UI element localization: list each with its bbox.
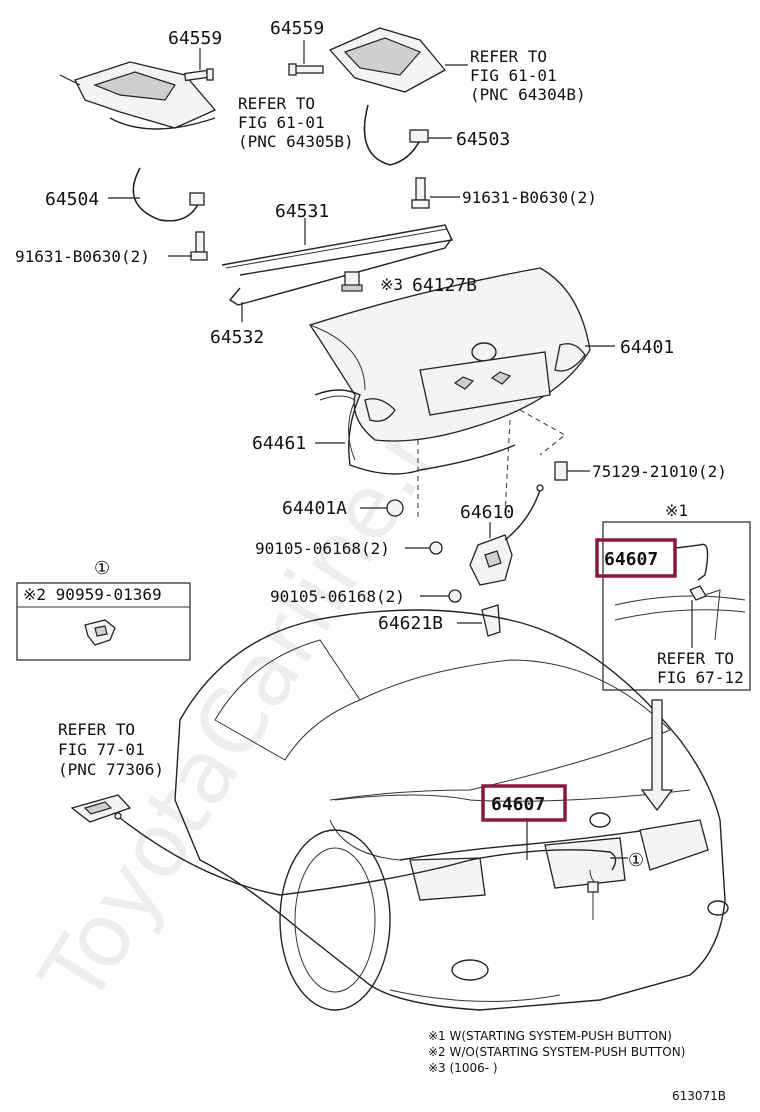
bolt-right (411, 177, 460, 209)
clip-64127b (341, 271, 363, 292)
nut-lower (420, 589, 462, 603)
torsion-bar-64531 (221, 218, 454, 276)
luggage-door-64401 (308, 267, 615, 520)
main-part-label: 64607 (491, 794, 545, 815)
label-bolt-right: 91631-B0630(2) (462, 188, 597, 207)
cable-64607 (114, 812, 628, 896)
figure-code: 613071B (672, 1089, 726, 1103)
bolt-64559-left (183, 48, 214, 82)
bolt-left (168, 231, 208, 261)
label-64127b-mark: ※3 (380, 275, 403, 294)
refer-a-line3: (PNC 64304B) (470, 85, 586, 104)
label-64531: 64531 (275, 201, 329, 222)
label-nut-lower: 90105-06168(2) (270, 587, 405, 606)
footnote-3: ※3 (1006- ) (428, 1061, 498, 1075)
box-circle-one (16, 582, 191, 661)
inset-refer-line1: REFER TO (657, 649, 734, 668)
label-64503: 64503 (456, 129, 510, 150)
hinge-arm-64503 (363, 104, 452, 166)
bolt-64559-right (288, 40, 324, 76)
refer-b-line3: (PNC 64305B) (238, 132, 354, 151)
inset-arrow (640, 699, 674, 812)
weatherstrip-64461 (314, 389, 516, 475)
circle-one-box-label: ① (94, 558, 110, 579)
label-64559-right: 64559 (270, 18, 324, 39)
label-64127b: 64127B (412, 275, 477, 296)
label-64532: 64532 (210, 327, 264, 348)
label-64559-left: 64559 (168, 28, 222, 49)
footnote-2: ※2 W/O(STARTING SYSTEM-PUSH BUTTON) (428, 1045, 685, 1059)
car-body (174, 609, 729, 1011)
label-64401a: 64401A (282, 498, 347, 519)
circle-one-car-label: ① (628, 850, 644, 871)
inset-part-label: 64607 (604, 549, 658, 570)
label-64504: 64504 (45, 189, 99, 210)
label-64401: 64401 (620, 337, 674, 358)
hinge-arm-64504 (108, 167, 205, 222)
refer-b-line2: FIG 61-01 (238, 113, 325, 132)
striker-64621b (457, 604, 501, 637)
cushion-75129 (554, 461, 590, 481)
hinge-bracket-left (59, 61, 217, 130)
label-64461: 64461 (252, 433, 306, 454)
label-75129: 75129-21010(2) (592, 462, 727, 481)
nut-upper (405, 541, 443, 555)
refer-c-line2: FIG 77-01 (58, 740, 145, 759)
release-lever (70, 794, 132, 823)
box-part-label: ※2 90959-01369 (23, 585, 162, 604)
inset-part-highlight (595, 538, 677, 578)
label-bolt-left: 91631-B0630(2) (15, 247, 150, 266)
main-part-highlight (481, 784, 567, 822)
refer-c-line1: REFER TO (58, 720, 135, 739)
label-64621b: 64621B (378, 613, 443, 634)
torsion-bar-64532 (228, 237, 453, 322)
refer-a-line1: REFER TO (470, 47, 547, 66)
label-64610: 64610 (460, 502, 514, 523)
hinge-bracket-right (328, 27, 468, 93)
refer-c-line3: (PNC 77306) (58, 760, 164, 779)
cushion-64401a (360, 499, 404, 517)
lock-assembly-64610 (469, 484, 544, 586)
footnote-1: ※1 W(STARTING SYSTEM-PUSH BUTTON) (428, 1029, 672, 1043)
inset-refer-line2: FIG 67-12 (657, 668, 744, 687)
watermark: ToyotaCarline.ru (20, 358, 488, 1022)
label-nut-upper: 90105-06168(2) (255, 539, 390, 558)
refer-a-line2: FIG 61-01 (470, 66, 557, 85)
refer-b-line1: REFER TO (238, 94, 315, 113)
inset-mark: ※1 (665, 501, 688, 520)
